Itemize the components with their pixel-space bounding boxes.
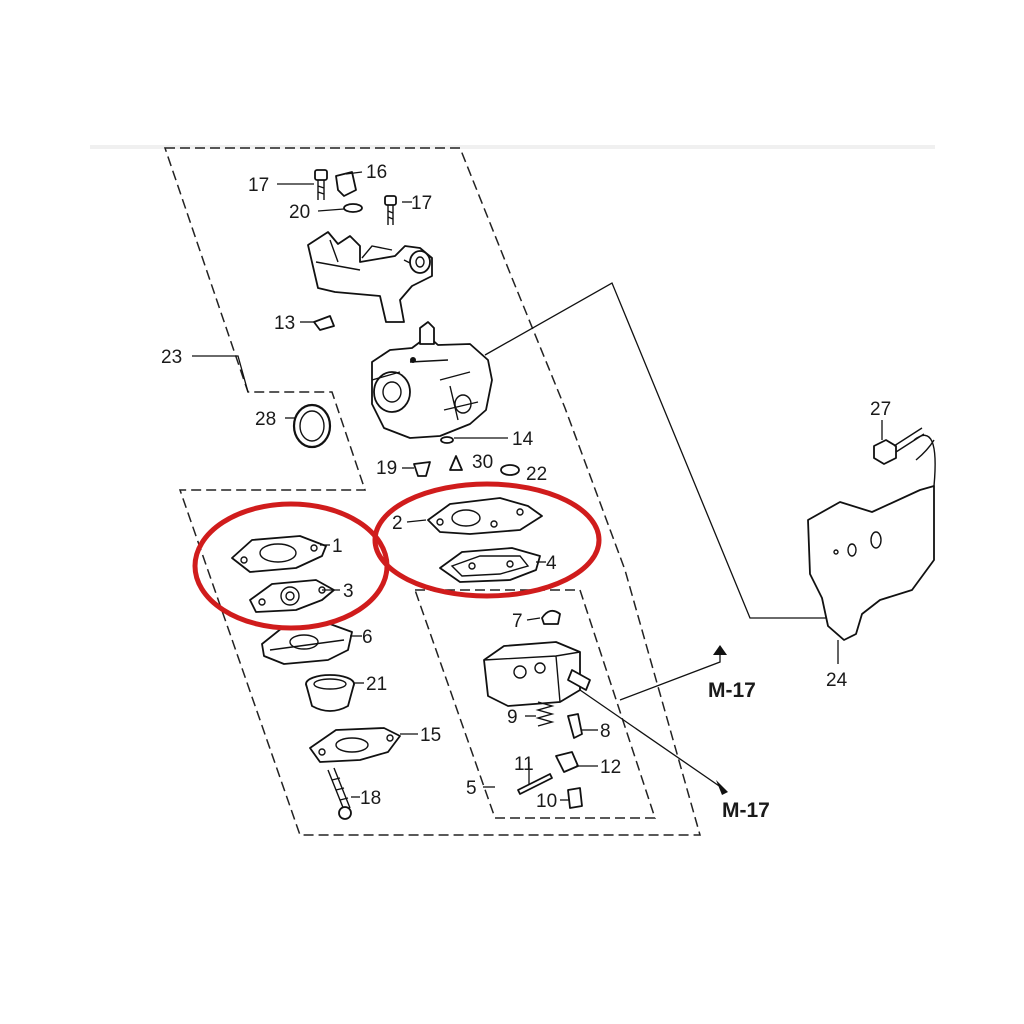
callout-20: 20 (289, 202, 310, 223)
callout-17-right: 17 (411, 193, 432, 214)
callout-9: 9 (507, 707, 518, 728)
callout-27: 27 (870, 399, 891, 420)
arrow-m17b (716, 780, 728, 795)
callout-22: 22 (526, 464, 547, 485)
callout-12: 12 (600, 757, 621, 778)
callout-1: 1 (332, 536, 343, 557)
spring-9 (535, 701, 555, 727)
diaphragm-3 (249, 579, 335, 613)
reference-m17-upper: M-17 (708, 679, 756, 702)
cap-7 (541, 609, 561, 625)
carburetor-body (371, 321, 493, 439)
callout-17-left: 17 (248, 175, 269, 196)
callout-7: 7 (512, 611, 523, 632)
leader-m17b (579, 689, 726, 791)
jet-19 (413, 461, 431, 477)
leader-m17a (619, 648, 721, 701)
pump-cover-6 (261, 623, 353, 665)
highlight-ring-right (372, 481, 602, 599)
arrow-m17a (713, 645, 727, 655)
upper-housing (307, 231, 433, 323)
callout-15: 15 (420, 725, 441, 746)
oring-14 (440, 436, 454, 444)
callout-19: 19 (376, 458, 397, 479)
callout-4: 4 (546, 553, 557, 574)
callout-11: 11 (514, 754, 534, 775)
needle-8 (567, 713, 583, 739)
gasket-2 (427, 497, 543, 535)
primer-cup-21 (305, 674, 355, 712)
group-23-outline (163, 147, 701, 836)
bolt-18 (327, 767, 352, 820)
callout-6: 6 (362, 627, 373, 648)
oring-20 (343, 203, 363, 213)
needle-30 (449, 455, 463, 471)
gasket-ring-28-inner (299, 410, 325, 442)
gasket-4 (439, 547, 541, 583)
cover-plate-15 (309, 727, 401, 763)
screw-17-right (384, 195, 397, 225)
callout-14: 14 (512, 429, 534, 450)
callout-2: 2 (392, 513, 403, 534)
top-band (90, 145, 935, 149)
callout-13: 13 (274, 313, 295, 334)
leader-body-24 (484, 282, 836, 619)
callout-3: 3 (343, 581, 354, 602)
callout-24: 24 (826, 670, 848, 691)
callout-leaders (192, 171, 883, 801)
callout-8: 8 (600, 721, 611, 742)
washer-22 (500, 464, 520, 476)
callout-21: 21 (366, 674, 387, 695)
pin-11 (517, 773, 553, 795)
callout-5: 5 (466, 778, 477, 799)
screw-12 (555, 751, 579, 773)
callout-18: 18 (360, 788, 381, 809)
group-5-outline (413, 589, 657, 819)
screw-17-left (314, 169, 328, 200)
screw-10 (567, 787, 583, 809)
bracket-24 (807, 434, 936, 641)
callout-16: 16 (366, 162, 387, 183)
fitting-16 (335, 171, 357, 197)
gasket-1 (231, 535, 327, 573)
callout-30: 30 (472, 452, 493, 473)
bolt-27 (873, 427, 925, 465)
callout-28: 28 (255, 409, 276, 430)
reference-m17-lower: M-17 (722, 799, 770, 822)
clip-13 (313, 315, 335, 331)
callout-10: 10 (536, 791, 557, 812)
float-bowl (483, 641, 591, 707)
callout-23: 23 (161, 347, 182, 368)
